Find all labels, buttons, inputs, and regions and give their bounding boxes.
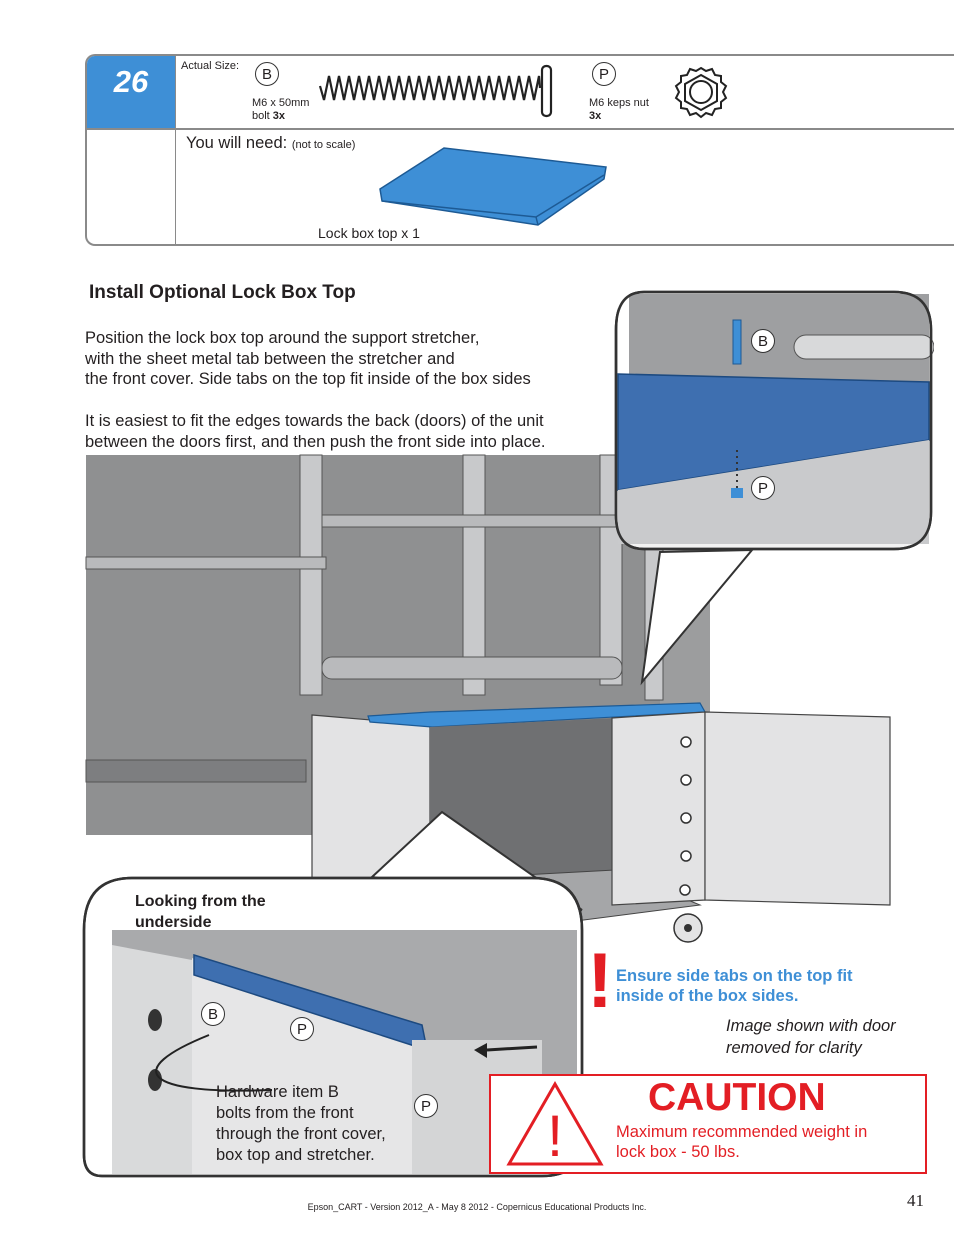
bolt-size: M6 x 50mm — [252, 97, 310, 109]
nut-size: M6 keps nut — [589, 97, 649, 109]
detail-top-label-b: B — [751, 329, 775, 353]
underside-heading: Looking from the underside — [135, 891, 266, 933]
detail-inset-top — [614, 290, 934, 551]
section-title: Install Optional Lock Box Top — [89, 282, 356, 303]
lock-box-top-caption: Lock box top x 1 — [318, 225, 420, 241]
footer-text: Epson_CART - Version 2012_A - May 8 2012… — [307, 1202, 647, 1212]
warning-line: Ensure side tabs on the top fit — [616, 967, 853, 985]
hardware-note-line: through the front cover, — [216, 1125, 386, 1143]
detail-inset-bottom — [82, 810, 584, 1178]
hardware-note-line: bolts from the front — [216, 1104, 354, 1122]
step-badge — [87, 56, 175, 128]
hardware-note-line: box top and stretcher. — [216, 1146, 375, 1164]
you-will-need: You will need: (not to scale) — [186, 134, 355, 153]
instruction-paragraph-1: Position the lock box top around the sup… — [85, 328, 531, 390]
instruction-line: between the doors first, and then push t… — [85, 432, 546, 451]
bolt-prefix: bolt — [252, 110, 273, 122]
caution-title: CAUTION — [648, 1076, 826, 1119]
caution-line: lock box - 50 lbs. — [616, 1143, 740, 1161]
caution-line: Maximum recommended weight in — [616, 1123, 868, 1141]
instruction-line: It is easiest to fit the edges towards t… — [85, 412, 544, 430]
detail-bottom-label-p-lower: P — [414, 1094, 438, 1118]
hardware-p-label: P — [592, 62, 616, 86]
image-note-line: removed for clarity — [726, 1039, 862, 1057]
bolt-qty: 3x — [272, 110, 286, 122]
keps-nut-icon — [674, 66, 728, 119]
detail-top-label-p: P — [751, 476, 775, 500]
detail-bottom-label-p: P — [290, 1017, 314, 1041]
caution-exclamation: ! — [547, 1104, 563, 1168]
page-number: 41 — [907, 1191, 924, 1210]
header-divider — [87, 128, 954, 130]
underside-heading-line: underside — [135, 914, 212, 931]
underside-heading-line: Looking from the — [135, 893, 266, 910]
step-number: 26 — [113, 64, 149, 99]
instruction-line: Position the lock box top around the sup… — [85, 329, 480, 347]
warning-line: inside of the box sides. — [616, 987, 799, 1005]
caution-message: Maximum recommended weight in lock box -… — [616, 1122, 867, 1162]
you-will-need-label: You will need: — [186, 134, 288, 152]
image-note-line: Image shown with door — [726, 1017, 896, 1035]
side-tabs-warning: Ensure side tabs on the top fit inside o… — [616, 966, 853, 1006]
bolt-description: M6 x 50mm bolt 3x — [252, 97, 309, 123]
warning-exclamation-icon: ! — [587, 936, 613, 1024]
hardware-b-label: B — [255, 62, 279, 86]
header-column-divider — [175, 56, 176, 246]
actual-size-label: Actual Size: — [181, 60, 240, 72]
not-to-scale-note: (not to scale) — [291, 139, 356, 151]
image-note: Image shown with door removed for clarit… — [726, 1015, 896, 1059]
callout-pointer-top — [640, 548, 755, 686]
step-header-box — [85, 54, 954, 246]
bolt-icon — [318, 64, 553, 118]
instruction-line: with the sheet metal tab between the str… — [85, 349, 455, 368]
instruction-line: the front cover. Side tabs on the top fi… — [85, 370, 531, 388]
lock-box-top-part-image — [379, 147, 607, 226]
hardware-note: Hardware item B bolts from the front thr… — [216, 1082, 386, 1166]
nut-qty: 3x — [589, 110, 602, 122]
hardware-note-line: Hardware item B — [216, 1083, 339, 1101]
detail-bottom-label-b: B — [201, 1002, 225, 1026]
nut-description: M6 keps nut 3x — [589, 97, 649, 123]
instruction-paragraph-2: It is easiest to fit the edges towards t… — [85, 411, 545, 452]
caution-triangle-icon: ! — [506, 1080, 604, 1168]
